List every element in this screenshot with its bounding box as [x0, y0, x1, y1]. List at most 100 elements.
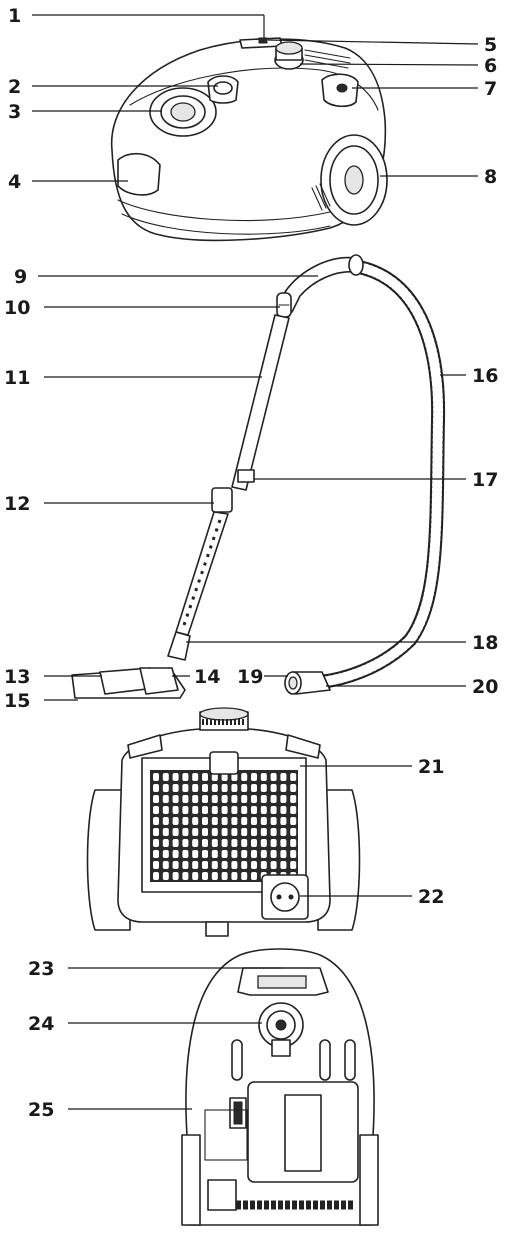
- grille-slot: [162, 795, 169, 803]
- grille-slot: [192, 773, 199, 781]
- callout-13: 13: [4, 666, 102, 688]
- grille-slot: [172, 795, 179, 803]
- callout-label-18: 18: [472, 632, 498, 654]
- grille-slot: [153, 839, 159, 847]
- grille-slot: [231, 839, 238, 847]
- callout-7: 7: [352, 78, 497, 100]
- callout-4: 4: [8, 171, 128, 193]
- grille-slot: [192, 861, 199, 869]
- grille-slot: [251, 850, 257, 858]
- callout-2: 2: [8, 76, 218, 98]
- grille-slot: [162, 839, 169, 847]
- grille-slot: [241, 850, 248, 858]
- grille-slot: [231, 872, 238, 880]
- callout-label-7: 7: [484, 78, 497, 100]
- grille-slot: [260, 861, 267, 869]
- grille-slot: [182, 806, 189, 814]
- grille-slot: [270, 828, 277, 836]
- grille-slot: [162, 806, 169, 814]
- grille-slot: [260, 795, 267, 803]
- grille-slot: [290, 850, 297, 858]
- grille-slot: [172, 850, 179, 858]
- grille-slot: [280, 784, 287, 792]
- callout-label-1: 1: [8, 5, 21, 27]
- grille-slot: [172, 872, 179, 880]
- grille-slot: [251, 773, 257, 781]
- grille-slot: [241, 861, 248, 869]
- grille-slot: [172, 817, 179, 825]
- callout-label-13: 13: [4, 666, 30, 688]
- grille-slot: [241, 872, 248, 880]
- grille-slot: [221, 850, 228, 858]
- grille-slot: [251, 839, 257, 847]
- grille-slot: [280, 850, 287, 858]
- callout-label-17: 17: [472, 469, 498, 491]
- grille-slot: [172, 773, 179, 781]
- grille-slot: [221, 795, 228, 803]
- grille-slot: [192, 872, 199, 880]
- grille-slot: [231, 817, 238, 825]
- grille-slot: [211, 773, 218, 781]
- grille-slot: [153, 784, 159, 792]
- grille-slot: [290, 784, 297, 792]
- grille-slot: [211, 850, 218, 858]
- callout-23: 23: [28, 958, 282, 980]
- callout-19: 19: [237, 666, 288, 688]
- callout-9: 9: [14, 266, 318, 288]
- callout-label-5: 5: [484, 34, 497, 56]
- callout-14: 14: [172, 666, 220, 688]
- callout-label-2: 2: [8, 76, 21, 98]
- grille-slot: [192, 784, 199, 792]
- callout-label-11: 11: [4, 367, 30, 389]
- grille-slot: [211, 806, 218, 814]
- grille-slot: [202, 828, 208, 836]
- grille-slot: [260, 850, 267, 858]
- grille-slot: [231, 806, 238, 814]
- grille-slot: [290, 861, 297, 869]
- grille-slot: [251, 828, 257, 836]
- grille-slot: [251, 872, 257, 880]
- grille-slot: [290, 839, 297, 847]
- callout-22: 22: [300, 886, 444, 908]
- grille-slot: [251, 784, 257, 792]
- callout-20: 20: [326, 676, 498, 698]
- grille-slot: [270, 784, 277, 792]
- grille-slot: [211, 828, 218, 836]
- bottom-view: [181, 948, 379, 1226]
- grille-slot: [260, 817, 267, 825]
- grille-slot: [192, 839, 199, 847]
- grille-slot: [270, 806, 277, 814]
- callout-label-4: 4: [8, 171, 21, 193]
- grille-slot: [202, 861, 208, 869]
- grille-slot: [241, 806, 248, 814]
- callout-8: 8: [380, 166, 497, 188]
- callout-5: 5: [267, 34, 497, 56]
- callout-label-22: 22: [418, 886, 444, 908]
- callout-24: 24: [28, 1013, 262, 1035]
- vacuum-body-view: [110, 37, 388, 242]
- grille-slot: [221, 817, 228, 825]
- grille-slot: [221, 784, 228, 792]
- grille-slot: [241, 784, 248, 792]
- callout-11: 11: [4, 367, 262, 389]
- grille-slot: [182, 773, 189, 781]
- grille-slot: [202, 784, 208, 792]
- grille-slot: [280, 861, 287, 869]
- grille-slot: [211, 839, 218, 847]
- grille-slot: [260, 806, 267, 814]
- filter-side-view: [86, 707, 361, 937]
- grille-slot: [162, 828, 169, 836]
- callout-label-20: 20: [472, 676, 498, 698]
- grille-slot: [192, 850, 199, 858]
- grille-slot: [172, 839, 179, 847]
- grille-slot: [202, 795, 208, 803]
- grille-slot: [153, 828, 159, 836]
- grille-slot: [153, 872, 159, 880]
- grille-slot: [280, 795, 287, 803]
- grille-slot: [231, 828, 238, 836]
- callout-15: 15: [4, 690, 78, 712]
- grille-slot: [251, 861, 257, 869]
- grille-slot: [280, 828, 287, 836]
- callout-label-12: 12: [4, 493, 30, 515]
- grille-slot: [153, 806, 159, 814]
